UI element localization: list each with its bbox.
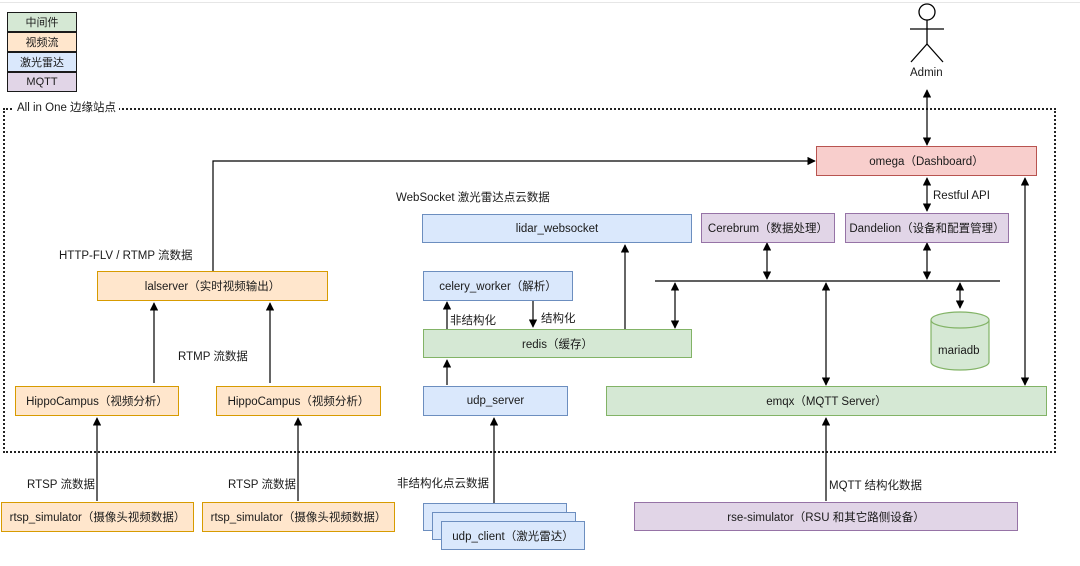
- edge-label-restful: Restful API: [933, 190, 990, 202]
- dandelion-node[interactable]: Dandelion（设备和配置管理）: [845, 213, 1009, 243]
- legend-middleware: 中间件: [7, 12, 77, 32]
- admin-label: Admin: [910, 67, 943, 79]
- mariadb-label: mariadb: [938, 345, 980, 357]
- edge-label-rtsp-2: RTSP 流数据: [228, 476, 296, 492]
- top-divider: [0, 2, 1080, 3]
- region-title: All in One 边缘站点: [14, 99, 120, 115]
- rtsp-simulator-node-1[interactable]: rtsp_simulator（摄像头视频数据）: [1, 502, 194, 532]
- celery-worker-node[interactable]: celery_worker（解析）: [423, 271, 573, 301]
- hippocampus-node-2[interactable]: HippoCampus（视频分析）: [216, 386, 381, 416]
- edge-label-unstructured: 非结构化: [450, 312, 496, 328]
- emqx-node[interactable]: emqx（MQTT Server）: [606, 386, 1047, 416]
- edge-label-mqtt-structured: MQTT 结构化数据: [829, 477, 923, 493]
- mariadb-cylinder-icon: [930, 311, 990, 371]
- edge-label-http-flv: HTTP-FLV / RTMP 流数据: [59, 247, 193, 263]
- lalserver-node[interactable]: lalserver（实时视频输出）: [97, 271, 328, 301]
- udp-server-node[interactable]: udp_server: [423, 386, 568, 416]
- rse-simulator-node[interactable]: rse-simulator（RSU 和其它路侧设备）: [634, 502, 1018, 531]
- udp-client-node[interactable]: udp_client（激光雷达）: [441, 521, 585, 550]
- cerebrum-node[interactable]: Cerebrum（数据处理）: [701, 213, 835, 243]
- omega-node[interactable]: omega（Dashboard）: [816, 146, 1037, 176]
- legend-video: 视频流: [7, 32, 77, 52]
- edge-label-rtsp-1: RTSP 流数据: [27, 476, 95, 492]
- edge-site-region: [3, 108, 1056, 453]
- person-icon: [910, 3, 944, 63]
- lidar-websocket-node[interactable]: lidar_websocket: [422, 214, 692, 243]
- legend-lidar: 激光雷达: [7, 52, 77, 72]
- legend-mqtt: MQTT: [7, 72, 77, 92]
- edge-label-rtmp: RTMP 流数据: [178, 348, 248, 364]
- edge-label-structured: 结构化: [541, 310, 576, 326]
- redis-node[interactable]: redis（缓存）: [423, 329, 692, 358]
- edge-lalserver-omega: [212, 156, 816, 271]
- rtsp-simulator-node-2[interactable]: rtsp_simulator（摄像头视频数据）: [202, 502, 395, 532]
- hippocampus-node-1[interactable]: HippoCampus（视频分析）: [15, 386, 179, 416]
- edge-label-pointcloud: 非结构化点云数据: [397, 475, 489, 491]
- edge-label-websocket: WebSocket 激光雷达点云数据: [396, 189, 550, 205]
